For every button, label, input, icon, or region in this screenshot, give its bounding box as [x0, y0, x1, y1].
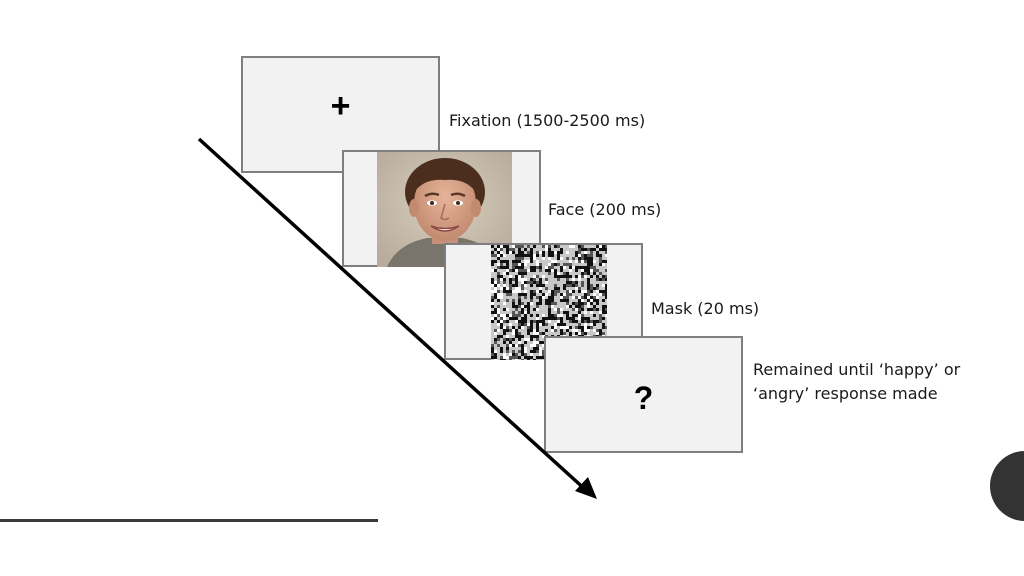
face-label: Face (200 ms) — [548, 200, 662, 219]
response-frame: ? — [544, 336, 743, 453]
mask-label: Mask (20 ms) — [651, 299, 760, 318]
question-mark: ? — [633, 380, 654, 416]
fixation-label: Fixation (1500-2500 ms) — [449, 111, 646, 130]
fixation-cross: + — [330, 87, 351, 125]
response-label: Remained until ‘happy’ or ‘angry’ respon… — [753, 360, 961, 403]
bottom-rule — [0, 519, 378, 522]
corner-circle — [990, 451, 1024, 521]
